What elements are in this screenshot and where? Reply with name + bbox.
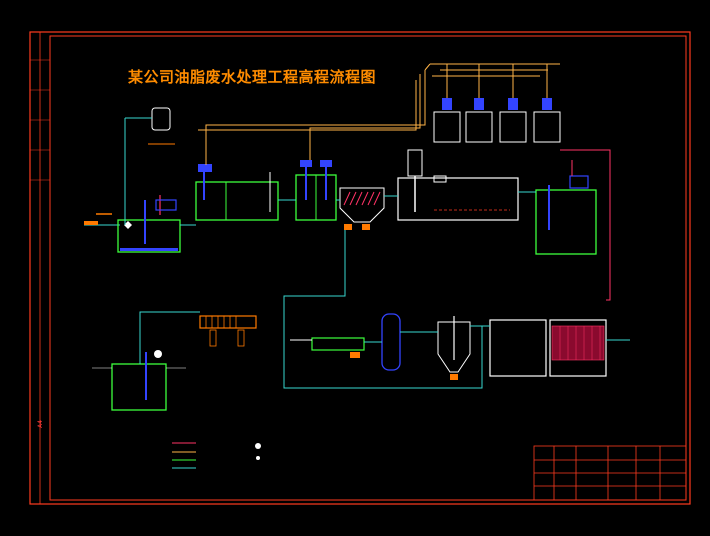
inlet-marker	[84, 221, 98, 225]
biological-tank	[535, 189, 597, 255]
sludge-sump	[111, 363, 167, 411]
sludge-valve-2	[362, 224, 370, 230]
oil-separator-tank	[195, 181, 279, 221]
mbr-membrane-zone	[551, 325, 605, 361]
dosing-mixer-2	[474, 98, 484, 110]
pipe-to-filter-press	[139, 311, 200, 364]
mixer-motor-1	[198, 164, 212, 172]
binding-strip-ticks	[30, 59, 50, 181]
dosing-tanks	[433, 98, 561, 143]
skimmer-box	[433, 175, 447, 183]
filter-press-leg-2	[237, 329, 245, 347]
mixer-motor-3	[320, 160, 332, 167]
binding-margin-note: A4	[37, 420, 44, 428]
chemical-feed-lines	[198, 63, 560, 165]
page-title: 某公司油脂废水处理工程高程流程图	[128, 68, 377, 86]
filter-press-leg-1	[209, 329, 217, 347]
title-block	[533, 445, 687, 501]
mixer-motor-2	[300, 160, 312, 167]
sump-level-sensor	[154, 350, 162, 358]
storage-tank	[151, 107, 171, 131]
clarifier-sludge-valve	[450, 374, 458, 380]
filter-press	[199, 315, 257, 329]
dosing-tank-1	[433, 111, 461, 143]
screen-icon	[124, 221, 132, 229]
dosing-tank-4	[533, 111, 561, 143]
equalization-tank	[117, 219, 181, 253]
sand-filter	[381, 313, 401, 371]
mbr-membrane-hatch	[559, 326, 601, 360]
sheet-border-outer	[29, 31, 691, 505]
dosing-mixer-1	[442, 98, 452, 110]
contact-oxidation-tank	[489, 319, 547, 377]
sludge-return-line	[596, 149, 611, 301]
inclined-plates	[343, 191, 381, 206]
dosing-tank-3	[499, 111, 527, 143]
flotation-motor	[407, 149, 423, 177]
bio-tank-dosing	[569, 175, 589, 189]
secondary-clarifier	[437, 321, 471, 373]
sludge-valve-1	[344, 224, 352, 230]
air-flotation-unit	[397, 177, 519, 221]
inclined-plate-settler	[339, 187, 385, 223]
dosing-unit-1	[155, 199, 177, 211]
dosing-mixer-3	[508, 98, 518, 110]
pipe-settler-down	[283, 230, 483, 389]
intermediate-sump	[311, 337, 365, 351]
dosing-mixer-4	[542, 98, 552, 110]
equalization-tank-level	[120, 248, 178, 251]
legend-lines	[172, 442, 261, 469]
filter-plates	[205, 316, 237, 328]
sump-valve	[350, 352, 360, 358]
sheet-border-inner	[49, 35, 687, 501]
mbr-tank	[549, 319, 607, 377]
dosing-tank-2	[465, 111, 493, 143]
